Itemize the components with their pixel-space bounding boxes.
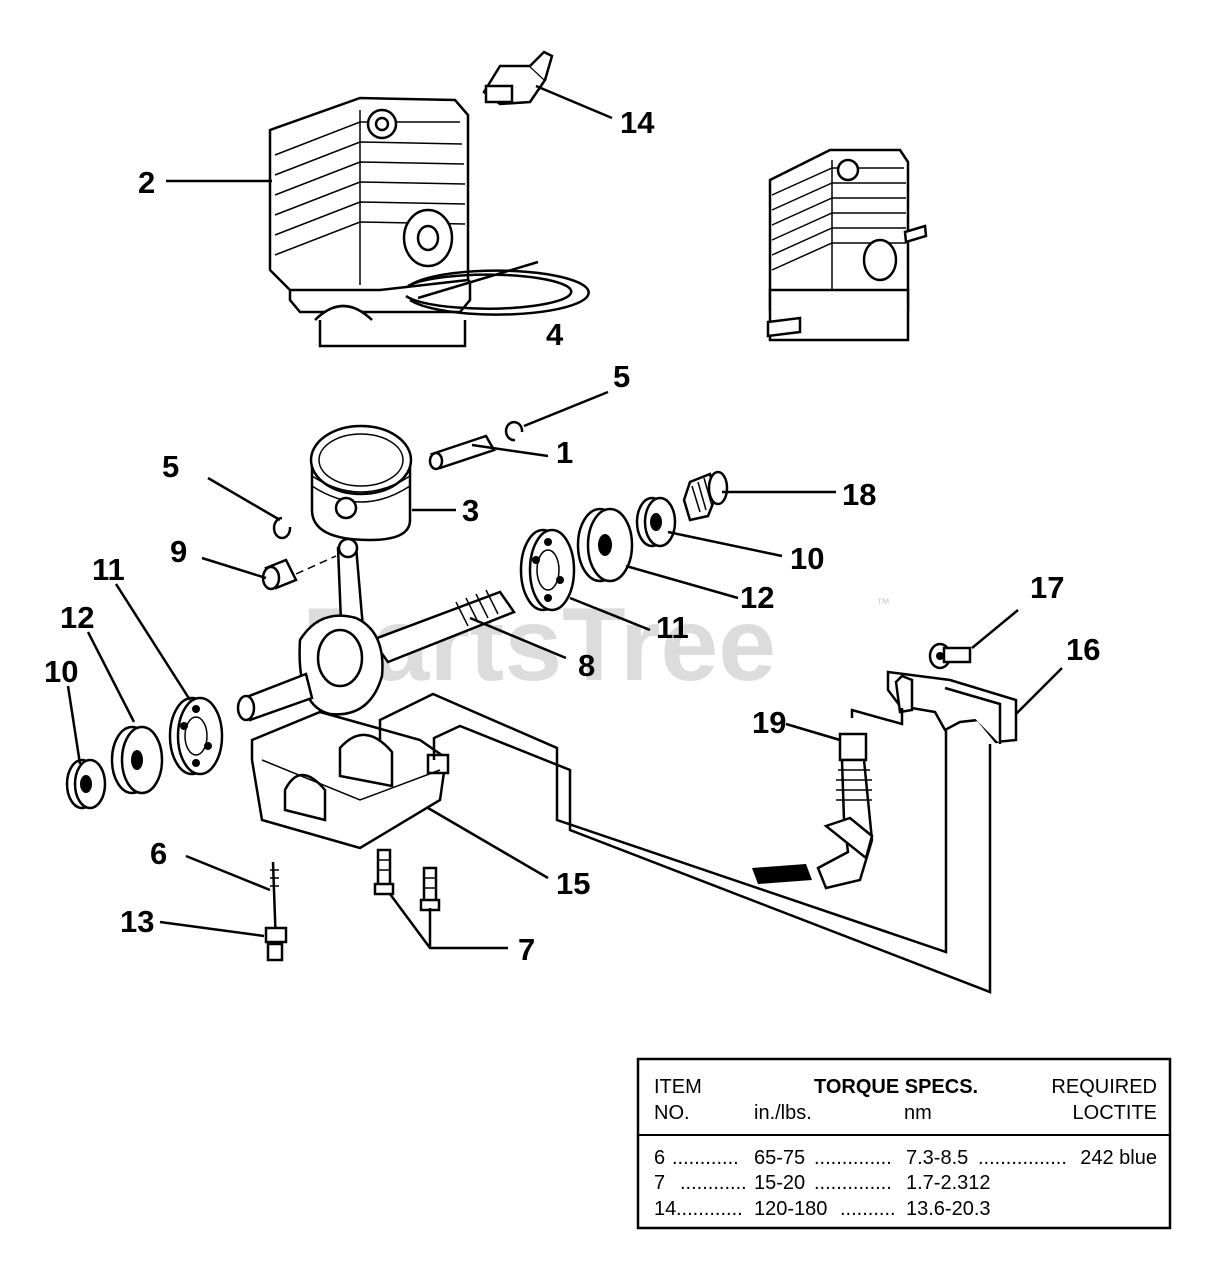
callout-leaders xyxy=(66,84,1063,950)
piston-ring-part-4[interactable] xyxy=(405,269,590,316)
adapter-part-18[interactable] xyxy=(682,470,729,522)
callout-12-left: 12 xyxy=(60,600,94,635)
callout-11-left: 11 xyxy=(92,552,125,587)
header-loctite: LOCTITE xyxy=(1073,1102,1157,1124)
bearing-part-11-right[interactable] xyxy=(519,528,576,612)
cylinder-part-2[interactable] xyxy=(268,96,472,348)
header-no: NO. xyxy=(654,1102,690,1124)
seal-part-12-left[interactable] xyxy=(110,725,164,795)
bearing-part-11-left[interactable] xyxy=(168,696,224,776)
callout-3: 3 xyxy=(462,493,479,528)
callout-18: 18 xyxy=(842,477,876,512)
bracket-part-16[interactable] xyxy=(886,670,1018,744)
impulse-hose-part-19[interactable] xyxy=(752,732,874,890)
row-item: 6 xyxy=(654,1147,665,1169)
row-leader: .............. xyxy=(814,1172,892,1194)
header-required: REQUIRED xyxy=(1051,1076,1157,1098)
header-nm: nm xyxy=(904,1102,932,1124)
row-inlbs: 120-180 xyxy=(754,1198,827,1220)
row-item: 14 xyxy=(654,1198,676,1220)
table-row: 7 ............ 15-20 .............. 1.7-… xyxy=(654,1172,991,1194)
row-leader: ............ xyxy=(676,1198,743,1220)
callout-12-right: 12 xyxy=(740,580,774,615)
callout-16: 16 xyxy=(1066,632,1100,667)
seal-part-12-right[interactable] xyxy=(576,507,634,583)
row-inlbs: 65-75 xyxy=(754,1147,805,1169)
spark-plug-part-14[interactable] xyxy=(482,50,554,106)
row-leader: ............ xyxy=(672,1147,739,1169)
callout-17: 17 xyxy=(1030,570,1064,605)
callout-5-right: 5 xyxy=(613,359,630,394)
callout-15: 15 xyxy=(556,866,590,901)
callout-labels: 14 2 4 5 1 5 3 18 9 10 11 12 17 12 11 16… xyxy=(44,105,1100,967)
row-nm: 13.6-20.3 xyxy=(906,1198,991,1220)
screw-part-17[interactable] xyxy=(928,642,972,670)
row-leader: .......... xyxy=(840,1198,896,1220)
header-torque-specs: TORQUE SPECS. xyxy=(814,1076,978,1098)
crankshaft-part-8[interactable] xyxy=(236,537,516,722)
circlip-part-5-right[interactable] xyxy=(504,420,524,442)
assembled-engine-view xyxy=(766,148,928,342)
washer-part-10-right[interactable] xyxy=(635,496,677,548)
header-item: ITEM xyxy=(654,1076,702,1098)
row-nm: 7.3-8.5 xyxy=(906,1147,968,1169)
callout-19: 19 xyxy=(752,705,786,740)
callout-13: 13 xyxy=(120,904,154,939)
row-inlbs: 15-20 xyxy=(754,1172,805,1194)
needle-bearing-part-9[interactable] xyxy=(261,558,298,591)
table-row: 14 ............ 120-180 .......... 13.6-… xyxy=(654,1198,991,1220)
callout-10-right: 10 xyxy=(790,541,824,576)
table-row: 6 ............ 65-75 .............. 7.3-… xyxy=(654,1147,1157,1169)
circlip-part-5-left[interactable] xyxy=(272,516,292,540)
piston-part-3[interactable] xyxy=(309,424,413,542)
header-inlbs: in./lbs. xyxy=(754,1102,812,1124)
callout-10-left: 10 xyxy=(44,654,78,689)
collar-part-13[interactable] xyxy=(264,926,288,962)
row-leader: ................ xyxy=(978,1147,1067,1169)
washer-part-10-left[interactable] xyxy=(65,758,107,810)
row-loctite: 242 blue xyxy=(1080,1147,1157,1169)
assembly-lines xyxy=(378,692,992,994)
row-leader: .............. xyxy=(814,1147,892,1169)
torque-table: ITEM NO. TORQUE SPECS. in./lbs. nm REQUI… xyxy=(636,1057,1172,1230)
screw-part-7-right[interactable] xyxy=(419,866,441,912)
wrist-pin-part-1[interactable] xyxy=(428,434,496,471)
callout-4: 4 xyxy=(546,317,564,352)
screw-part-7-left[interactable] xyxy=(373,848,395,896)
callout-8: 8 xyxy=(578,648,595,683)
row-nm: 1.7-2.312 xyxy=(906,1172,991,1194)
row-item: 7 xyxy=(654,1172,665,1194)
watermark-trademark: ™ xyxy=(876,595,890,611)
callout-14: 14 xyxy=(620,105,655,140)
callout-11-right: 11 xyxy=(656,610,689,645)
callout-2: 2 xyxy=(138,165,155,200)
callout-5-left: 5 xyxy=(162,449,179,484)
crankcase-part-15[interactable] xyxy=(250,710,450,850)
callout-9: 9 xyxy=(170,534,187,569)
callout-7: 7 xyxy=(518,932,535,967)
callout-6: 6 xyxy=(150,836,167,871)
row-leader: ............ xyxy=(680,1172,747,1194)
callout-1: 1 xyxy=(556,435,573,470)
